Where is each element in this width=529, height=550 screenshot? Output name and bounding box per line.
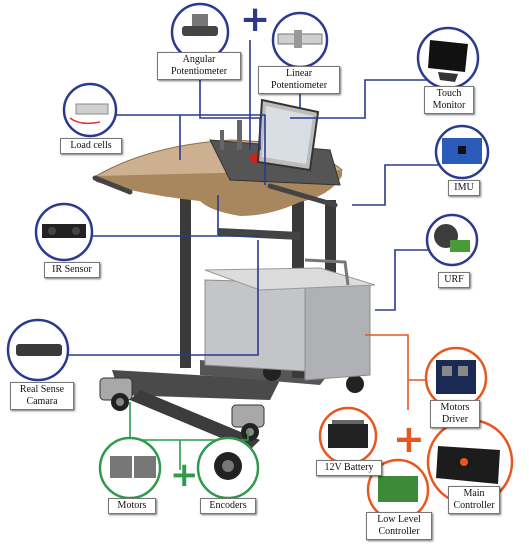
motors-image [98,436,162,500]
touch-monitor-image [416,26,480,90]
label-ir-sensor: IR Sensor [44,262,100,278]
front-left-wheel [99,377,133,411]
electronics-cabinet [204,267,376,381]
connector-lines [65,40,445,470]
touch-monitor-screen [256,98,320,172]
component-images [6,2,514,522]
label-encoders: Encoders [200,498,256,514]
battery-image [318,406,378,466]
label-12v-battery: 12V Battery [316,460,382,476]
real-sense-camera-image [6,318,70,382]
label-motors-driver: Motors Driver [430,400,480,428]
walker-device [92,98,376,450]
motors-driver-image [424,346,488,410]
label-angular-potentiometer: Angular Potentiometer [157,52,241,80]
imu-image [434,124,490,180]
label-urf: URF [438,272,470,288]
left-post [180,178,191,368]
ir-sensor-image [34,202,94,262]
label-load-cells: Load cells [60,138,122,154]
label-touch-monitor: Touch Monitor [424,86,474,114]
front-right-wheel [231,404,265,441]
load-cells-image [62,82,118,138]
plus-icon-actuation: + [170,455,199,495]
linear-potentiometer-image [271,11,329,69]
label-low-level-controller: Low Level Controller [366,512,432,540]
label-real-sense-camera: Real Sense Camara [10,382,74,410]
label-main-controller: Main Controller [448,486,500,514]
label-imu: IMU [448,180,480,196]
encoders-image [196,436,260,500]
plus-icon-sensors: + [240,0,271,40]
label-linear-potentiometer: Linear Potentiometer [258,66,340,94]
urf-image [425,213,479,267]
low-level-controller-image [366,458,430,522]
label-motors: Motors [108,498,156,514]
plus-icon-power: + [393,417,425,461]
